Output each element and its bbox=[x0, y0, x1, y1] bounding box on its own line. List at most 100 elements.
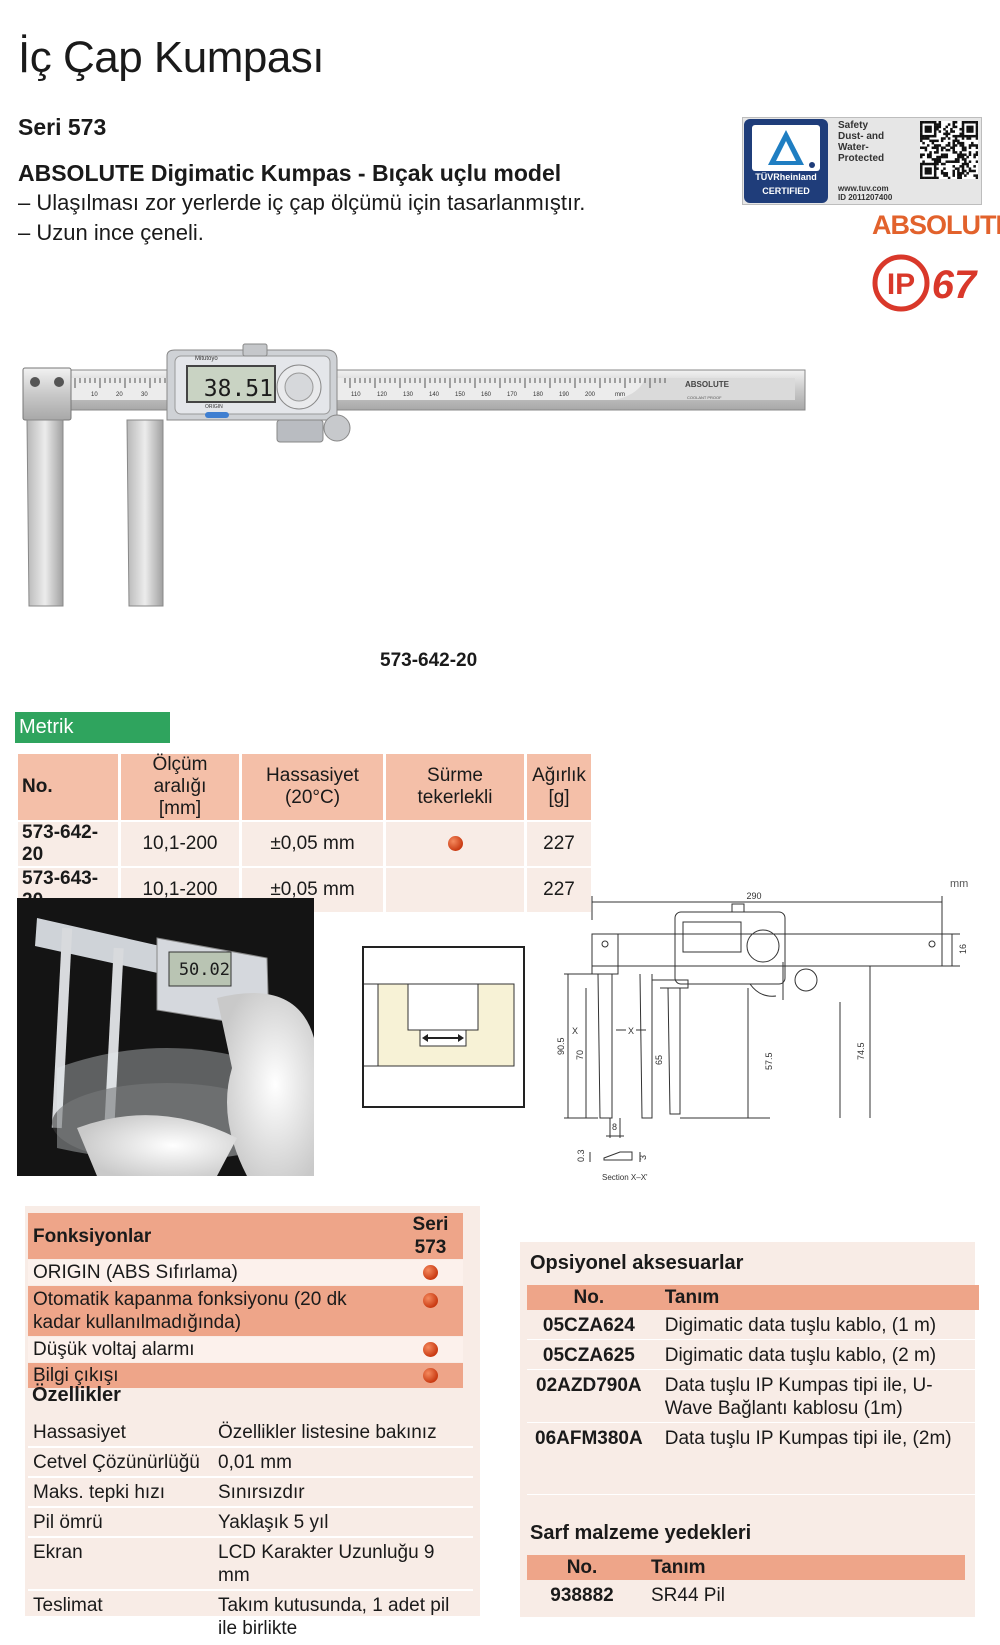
qr-module bbox=[954, 144, 958, 147]
col-header-range: Ölçüm aralığı [mm] bbox=[121, 754, 239, 820]
qr-module bbox=[966, 130, 969, 133]
qr-module bbox=[975, 174, 979, 177]
qr-module bbox=[975, 137, 979, 140]
qr-module bbox=[933, 174, 937, 177]
section-mark-left: X bbox=[572, 1026, 578, 1036]
qr-module bbox=[966, 165, 969, 168]
qr-module bbox=[947, 160, 951, 163]
accessory-desc: Digimatic data tuşlu kablo, (2 m) bbox=[650, 1342, 979, 1370]
qr-module bbox=[931, 139, 935, 143]
metric-tag: Metrik bbox=[15, 712, 170, 743]
function-label: ORIGIN (ABS Sıfırlama) bbox=[28, 1260, 398, 1285]
qr-module bbox=[924, 127, 928, 131]
qr-module bbox=[929, 153, 932, 156]
spec-row: Hassasiyet Özellikler listesine bakınız bbox=[28, 1418, 473, 1448]
qr-module bbox=[920, 169, 923, 173]
qr-module bbox=[947, 141, 951, 145]
accessory-no: 05CZA625 bbox=[527, 1342, 651, 1370]
qr-module bbox=[961, 137, 965, 140]
qr-module bbox=[929, 169, 932, 173]
qr-module bbox=[929, 162, 932, 166]
qr-module bbox=[961, 127, 965, 131]
consumables-table: No. Tanım 938882 SR44 Pil bbox=[527, 1553, 965, 1611]
origin-button-label: ORIGIN bbox=[205, 404, 223, 410]
section-mark-right: X bbox=[628, 1026, 634, 1036]
function-row: Bilgi çıkışı bbox=[28, 1363, 463, 1388]
qr-module bbox=[933, 169, 937, 173]
function-row: ORIGIN (ABS Sıfırlama) bbox=[28, 1260, 463, 1285]
qr-module bbox=[940, 172, 944, 175]
qr-module bbox=[968, 127, 972, 131]
lcd-reading: 38.51 bbox=[203, 376, 273, 402]
qr-module bbox=[933, 167, 937, 170]
qr-module bbox=[961, 125, 965, 129]
qr-module bbox=[926, 130, 930, 133]
qr-module bbox=[924, 172, 928, 175]
qr-module bbox=[933, 144, 937, 147]
qr-module bbox=[936, 162, 939, 166]
accessory-no: 06AFM380A bbox=[527, 1425, 651, 1495]
qr-module bbox=[933, 121, 937, 124]
qr-module bbox=[973, 174, 976, 177]
qr-module bbox=[952, 148, 955, 152]
qr-module bbox=[957, 155, 960, 159]
qr-module bbox=[959, 176, 962, 180]
qr-module bbox=[968, 146, 972, 150]
qr-module bbox=[959, 134, 962, 138]
qr-module bbox=[968, 160, 972, 163]
qr-module bbox=[943, 153, 946, 156]
qr-module bbox=[920, 121, 923, 124]
qr-module bbox=[929, 121, 932, 124]
qr-module bbox=[961, 144, 965, 147]
qr-module bbox=[968, 137, 972, 140]
qr-module bbox=[933, 172, 937, 175]
qr-module bbox=[926, 169, 930, 173]
dim-h1: 57.5 bbox=[764, 1052, 774, 1070]
qr-module bbox=[940, 148, 944, 152]
qr-module bbox=[933, 132, 937, 136]
qr-module bbox=[973, 153, 976, 156]
qr-module bbox=[931, 121, 935, 124]
function-mark bbox=[398, 1337, 463, 1362]
bore-measurement-diagram bbox=[362, 946, 525, 1108]
qr-module bbox=[920, 167, 923, 170]
qr-module bbox=[920, 125, 923, 129]
qr-module bbox=[968, 125, 972, 129]
qr-module bbox=[920, 146, 923, 150]
qr-module bbox=[954, 125, 958, 129]
qr-module bbox=[973, 121, 976, 124]
qr-module bbox=[938, 158, 942, 161]
qr-module bbox=[938, 144, 942, 147]
qr-module bbox=[929, 139, 932, 143]
qr-module bbox=[971, 127, 974, 131]
qr-module bbox=[929, 125, 932, 129]
available-dot-icon bbox=[423, 1265, 438, 1281]
accessory-desc: Data tuşlu IP Kumpas tipi ile, U-Wave Ba… bbox=[650, 1372, 979, 1423]
qr-module bbox=[961, 169, 965, 173]
qr-module bbox=[936, 160, 939, 163]
qr-module bbox=[975, 121, 979, 124]
qr-module bbox=[966, 162, 969, 166]
qr-module bbox=[938, 130, 942, 133]
qr-module bbox=[940, 137, 944, 140]
qr-module bbox=[959, 172, 962, 175]
cell-weight: 227 bbox=[527, 868, 591, 912]
consumables-heading: Sarf malzeme yedekleri bbox=[530, 1522, 752, 1544]
spec-value: Özellikler listesine bakınız bbox=[213, 1418, 473, 1448]
table-row: 02AZD790A Data tuşlu IP Kumpas tipi ile,… bbox=[527, 1372, 979, 1423]
qr-module bbox=[966, 125, 969, 129]
qr-module bbox=[931, 162, 935, 166]
available-dot-icon bbox=[423, 1342, 438, 1358]
qr-module bbox=[959, 155, 962, 159]
qr-module bbox=[959, 153, 962, 156]
qr-module bbox=[964, 158, 967, 161]
qr-module bbox=[924, 146, 928, 150]
qr-module bbox=[933, 158, 937, 161]
qr-module bbox=[929, 176, 932, 180]
qr-module bbox=[936, 176, 939, 180]
qr-module bbox=[926, 125, 930, 129]
cell-thumb-roller bbox=[386, 868, 524, 912]
absolute-logo: ABSOLUTE bbox=[872, 210, 1000, 240]
qr-module bbox=[922, 121, 925, 124]
qr-module bbox=[959, 151, 962, 154]
